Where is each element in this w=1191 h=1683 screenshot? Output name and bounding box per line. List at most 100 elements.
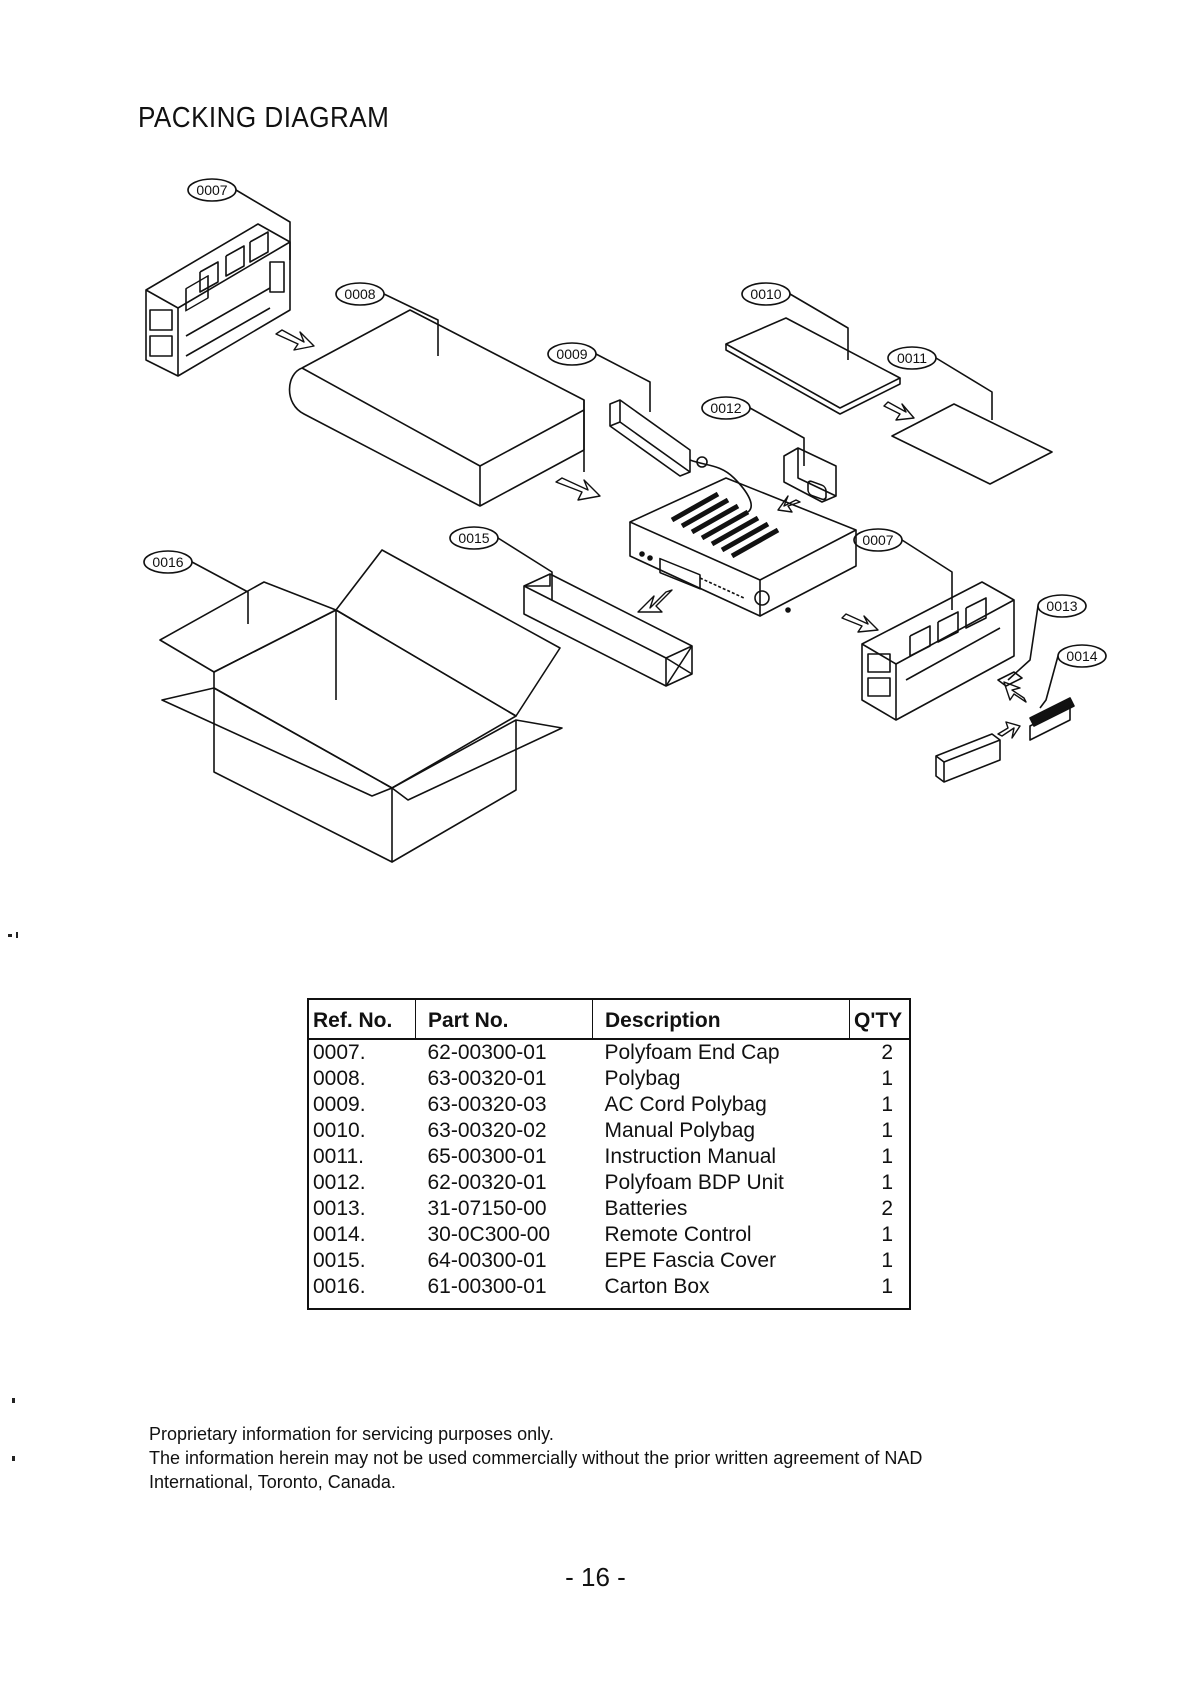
callout-0008: 0008	[335, 282, 439, 356]
manual-polybag	[725, 317, 901, 415]
cell-desc: Instruction Manual	[604, 1145, 777, 1168]
header-part-no: Part No.	[415, 999, 593, 1040]
callout-0014: 0014	[1039, 644, 1107, 709]
arrow-7	[1003, 681, 1027, 703]
arrow-5	[637, 589, 673, 613]
page-number: - 16 -	[565, 1562, 626, 1592]
cell-ref: 0009.	[313, 1093, 366, 1116]
carton-box	[159, 549, 563, 863]
cell-ref: 0008.	[313, 1067, 366, 1090]
ac-cord-polybag	[609, 399, 752, 513]
cell-part: 61-00300-01	[427, 1275, 547, 1298]
cell-ref: 0013.	[313, 1197, 366, 1220]
svg-text:0011: 0011	[897, 350, 927, 366]
instruction-manual	[891, 403, 1053, 485]
polybag	[288, 309, 585, 507]
cell-ref: 0014.	[313, 1223, 366, 1246]
polyfoam-block	[783, 447, 837, 503]
cell-part: 63-00320-01	[427, 1067, 547, 1090]
header-qty: Q'TY	[849, 999, 910, 1040]
cell-part: 62-00300-01	[427, 1041, 547, 1064]
table-row: 0012. 62-00320-01 Polyfoam BDP Unit 1	[308, 1170, 910, 1196]
svg-text:0013: 0013	[1046, 598, 1077, 614]
cell-qty: 1	[881, 1119, 893, 1142]
cell-ref: 0016.	[313, 1275, 366, 1298]
cell-part: 31-07150-00	[427, 1197, 547, 1220]
parts-table: Ref. No. Part No. Description Q'TY 0007.…	[307, 998, 911, 1310]
cell-qty: 1	[881, 1145, 893, 1168]
table-row: 0013. 31-07150-00 Batteries 2	[308, 1196, 910, 1222]
cell-qty: 1	[881, 1223, 893, 1246]
cell-ref: 0012.	[313, 1171, 366, 1194]
cell-qty: 1	[881, 1093, 893, 1116]
cell-part: 62-00320-01	[427, 1171, 547, 1194]
callout-0009: 0009	[547, 342, 651, 412]
proprietary-notice: Proprietary information for servicing pu…	[149, 1422, 922, 1494]
callout-0010: 0010	[741, 282, 849, 360]
arrow-6	[841, 613, 879, 633]
cell-ref: 0011.	[313, 1145, 364, 1168]
cell-desc: AC Cord Polybag	[604, 1093, 767, 1116]
table-row: 0010. 63-00320-02 Manual Polybag 1	[308, 1118, 910, 1144]
callout-0007-top: 0007	[187, 178, 291, 260]
notice-line-1: Proprietary information for servicing pu…	[149, 1424, 554, 1444]
fascia-strip	[935, 733, 1001, 783]
arrow-8	[997, 721, 1021, 739]
scan-speck	[16, 932, 18, 938]
scan-speck	[8, 934, 12, 937]
cell-part: 65-00300-01	[427, 1145, 547, 1168]
cell-ref: 0015.	[313, 1249, 366, 1272]
cell-desc: Polyfoam BDP Unit	[604, 1171, 784, 1194]
notice-line-3: International, Toronto, Canada.	[149, 1472, 396, 1492]
callout-0007-right: 0007	[853, 528, 953, 610]
table-row: 0015. 64-00300-01 EPE Fascia Cover 1	[308, 1248, 910, 1274]
svg-text:0007: 0007	[862, 532, 893, 548]
svg-text:0014: 0014	[1066, 648, 1097, 664]
polyfoam-end-cap-right	[861, 581, 1015, 721]
table-row: 0016. 61-00300-01 Carton Box 1	[308, 1274, 910, 1309]
arrow-3	[883, 401, 915, 421]
table-row: 0011. 65-00300-01 Instruction Manual 1	[308, 1144, 910, 1170]
vent-slots	[670, 491, 780, 559]
cell-desc: Remote Control	[604, 1223, 752, 1246]
svg-text:0016: 0016	[152, 554, 183, 570]
scan-speck	[12, 1456, 15, 1461]
header-ref-no: Ref. No.	[308, 999, 416, 1040]
table-row: 0014. 30-0C300-00 Remote Control 1	[308, 1222, 910, 1248]
svg-text:0009: 0009	[556, 346, 587, 362]
svg-text:0015: 0015	[458, 530, 489, 546]
polyfoam-end-cap-left	[145, 223, 291, 377]
packing-diagram: 0007 0008 0009 0010 0011 0012 0015 0016	[143, 178, 1107, 863]
callout-0015: 0015	[449, 526, 553, 600]
cell-qty: 2	[881, 1197, 893, 1220]
table-row: 0009. 63-00320-03 AC Cord Polybag 1	[308, 1092, 910, 1118]
table-row: 0008. 63-00320-01 Polybag 1	[308, 1066, 910, 1092]
bdp-player-unit	[629, 477, 857, 617]
cell-part: 30-0C300-00	[427, 1223, 551, 1246]
page-title: PACKING DIAGRAM	[138, 102, 390, 134]
cell-qty: 2	[881, 1041, 893, 1064]
cell-ref: 0010.	[313, 1119, 366, 1142]
epe-fascia-cover	[523, 573, 693, 687]
cell-desc: Carton Box	[604, 1275, 710, 1298]
cell-desc: Batteries	[604, 1197, 688, 1220]
notice-line-2: The information herein may not be used c…	[149, 1448, 923, 1468]
svg-text:0008: 0008	[344, 286, 375, 302]
cell-part: 63-00320-02	[427, 1119, 547, 1142]
remote-control	[1029, 697, 1075, 741]
callout-0016: 0016	[143, 550, 249, 624]
arrow-4	[777, 495, 801, 513]
scan-speck	[12, 1398, 15, 1403]
batteries	[997, 671, 1023, 687]
svg-text:0012: 0012	[710, 400, 741, 416]
cell-qty: 1	[881, 1275, 893, 1298]
svg-text:0010: 0010	[750, 286, 781, 302]
cell-ref: 0007.	[313, 1041, 366, 1064]
cell-part: 64-00300-01	[427, 1249, 547, 1272]
svg-text:0007: 0007	[196, 182, 227, 198]
callout-0012: 0012	[701, 396, 805, 466]
callout-0013: 0013	[1007, 594, 1087, 681]
cell-qty: 1	[881, 1171, 893, 1194]
direction-arrows	[275, 329, 1027, 739]
cell-desc: EPE Fascia Cover	[604, 1249, 777, 1272]
